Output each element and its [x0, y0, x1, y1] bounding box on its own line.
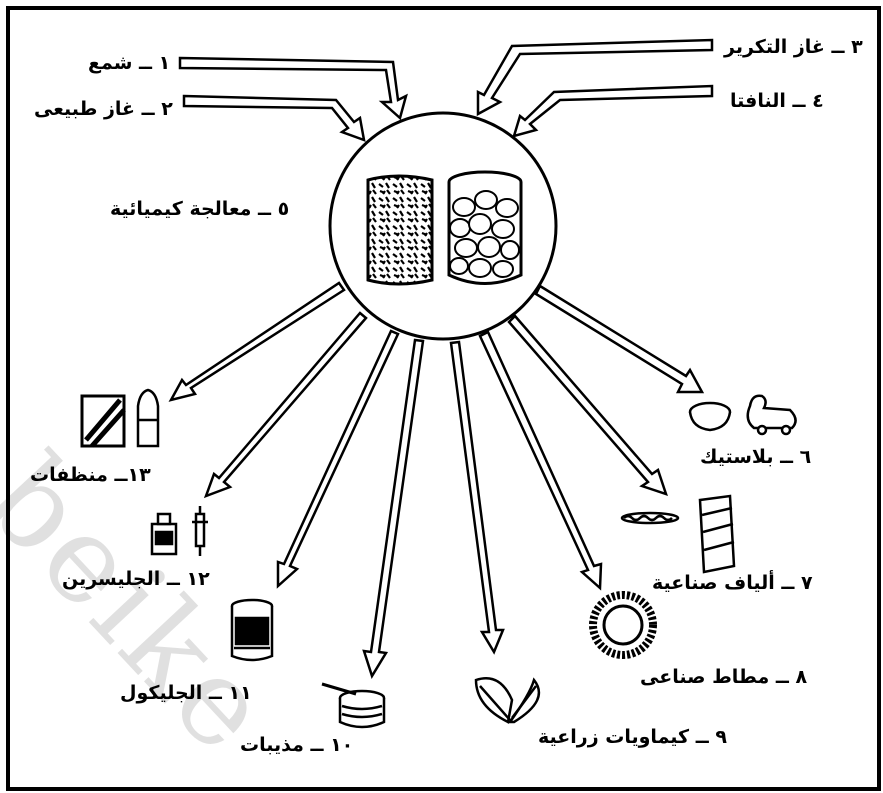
solvent-can-icon: [322, 684, 384, 727]
fiber-skein-icon: [622, 513, 678, 523]
inbound-arrow-naphtha: [514, 86, 712, 136]
plant-leaves-icon: [476, 678, 539, 722]
outbound-arrow-synthetic-rubber: [480, 332, 601, 588]
outbound-arrow-glycerin: [206, 313, 366, 496]
fiber-spool-icon: [700, 496, 734, 572]
glycerin-bottle-icon: [152, 514, 176, 554]
label-glycol: ١١ ــ الجليكول: [120, 684, 252, 703]
label-naphtha: ٤ ــ النافتا: [730, 92, 824, 111]
syringe-icon: [192, 506, 208, 556]
label-synthetic-rubber: ٨ ــ مطاط صناعى: [640, 668, 807, 687]
toy-duck-icon: [748, 396, 796, 434]
label-detergents: ١٣ــ منظفات: [30, 466, 151, 485]
cylinder-pebbles-icon: [449, 172, 521, 284]
glycol-can-icon: [232, 600, 272, 660]
label-refinery-gas: ٣ ــ غاز التكرير: [724, 38, 863, 57]
label-solvents: ١٠ ــ مذيبات: [240, 736, 353, 755]
plastic-bowl-icon: [690, 403, 730, 430]
outbound-arrow-glycol: [278, 331, 398, 586]
detergent-box-icon: [82, 396, 124, 446]
crude-material-box-icon: [368, 176, 432, 284]
inbound-arrow-candle-wax: [180, 58, 406, 118]
label-agrochemicals: ٩ ــ كيماويات زراعية: [538, 728, 727, 747]
detergent-bottle-icon: [138, 390, 158, 446]
label-natural-gas: ٢ ــ غاز طبيعى: [34, 100, 173, 119]
outbound-arrow-agrochemicals: [451, 342, 503, 652]
label-plastics: ٦ ــ بلاستيك: [700, 448, 811, 467]
label-synthetic-fibers: ٧ ــ ألياف صناعية: [652, 574, 813, 593]
tire-icon: [593, 595, 653, 655]
outbound-arrow-synthetic-fibers: [509, 316, 666, 494]
label-chemical-processing: ٥ ــ معالجة كيميائية: [110, 200, 289, 219]
label-glycerin: ١٢ ــ الجليسرين: [62, 570, 210, 589]
outbound-arrow-detergents: [171, 283, 344, 400]
inbound-arrow-natural-gas: [184, 96, 364, 140]
label-candle-wax: ١ ــ شمع: [88, 54, 170, 73]
inbound-arrow-refinery-gas: [478, 40, 712, 114]
